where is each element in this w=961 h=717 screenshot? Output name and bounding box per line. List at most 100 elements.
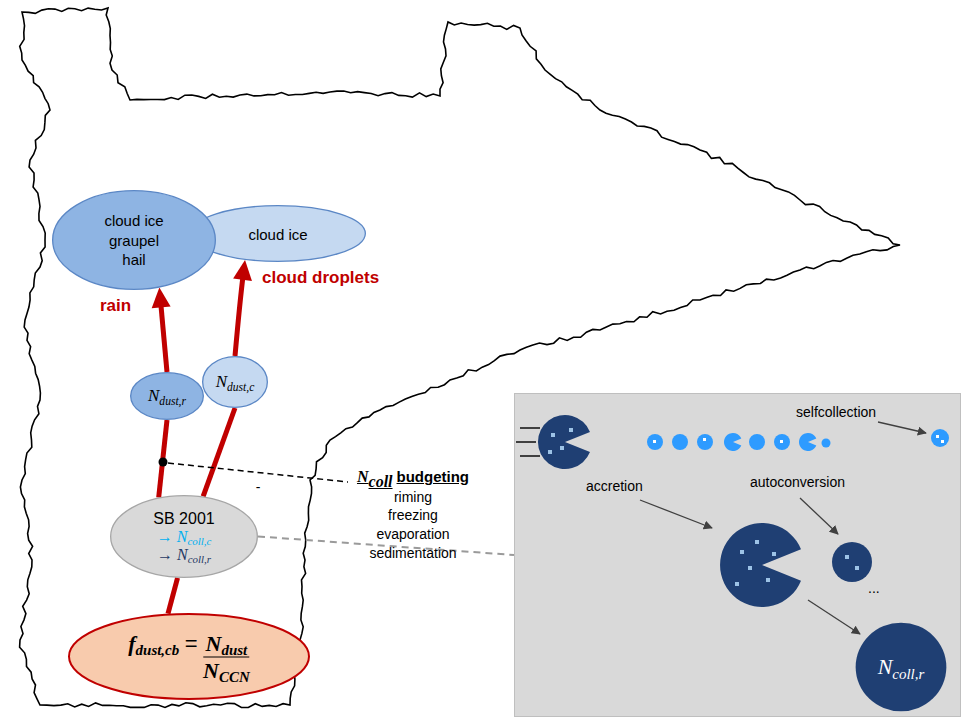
node-label: Ndust,r (148, 386, 186, 406)
node-text: dust,c (227, 381, 254, 394)
text-row: SB 2001 (153, 510, 214, 528)
label-row: evaporation (350, 525, 476, 544)
label-block: Ncollbudgetingrimingfreezingevaporations… (350, 466, 476, 563)
growth-arrow (808, 600, 860, 634)
node-label: Ndust,c (216, 372, 255, 392)
node-text: = (185, 630, 198, 656)
connector (233, 260, 252, 356)
node-text: coll,r (892, 666, 924, 683)
annotation-label: evaporation (376, 525, 449, 544)
ellipse (53, 191, 216, 290)
ellipse (69, 614, 309, 699)
node-text: → N (157, 546, 188, 564)
cloud-droplets (647, 429, 949, 451)
label-row: sedimentation (350, 544, 476, 563)
node-text: cloud ice graupel hail (97, 211, 171, 270)
node-text: CCN (219, 669, 250, 686)
node-label: cloud ice (248, 225, 307, 242)
node-label: SB 2001→ Ncoll,c→ Ncoll,r (153, 510, 214, 564)
text-row: → Ncoll,r (153, 546, 214, 564)
arrowhead (152, 288, 171, 309)
annotation-label: - (256, 478, 261, 497)
arrowhead (233, 260, 252, 281)
node-text: dust,cb (136, 642, 180, 659)
node-text: N (206, 630, 222, 656)
annotation-label: N (357, 466, 369, 488)
label-row: riming (350, 488, 476, 507)
dust-specks (735, 540, 776, 586)
text-row: cloud ice graupel hail (97, 211, 171, 270)
ellipse (111, 496, 258, 578)
dust-specks (845, 555, 859, 570)
connector (203, 408, 235, 496)
ellipse (203, 357, 268, 408)
fraction: NdustNCCN (203, 630, 250, 683)
large-drop (538, 415, 590, 469)
annotation-label: freezing (388, 506, 438, 525)
fraction-numerator: Ndust (206, 630, 248, 656)
connector-line (161, 301, 167, 372)
node-text: N (203, 657, 219, 683)
ellipse-shape (68, 613, 310, 700)
text-row: fdust,cb=NdustNCCN (128, 630, 249, 683)
panel-box: selfcollectionaccretionautoconversion...… (514, 393, 961, 717)
node-label: cloud ice graupel hail (97, 211, 171, 270)
connector (159, 420, 167, 498)
label-row: - (252, 478, 264, 497)
collecting-drop (720, 523, 801, 607)
ellipse-node: Ncoll,r (855, 622, 947, 712)
panel-text: accretion (586, 478, 643, 494)
selfcollection-arrow (878, 422, 926, 433)
node-text: f (128, 630, 135, 656)
connector (168, 578, 178, 614)
fraction-denominator: NCCN (203, 656, 250, 683)
node-text: SB 2001 (153, 510, 214, 528)
connector-line (168, 578, 178, 614)
node-text: cloud ice (248, 225, 307, 242)
text-row: cloud ice (248, 225, 307, 242)
ellipse-node: cloud ice (190, 205, 366, 262)
node-text: coll,r (188, 553, 211, 565)
annotation-label: budgeting (397, 467, 469, 487)
connector-line (235, 274, 243, 356)
leader-dot (159, 458, 168, 467)
node-text: N (878, 654, 893, 680)
node-text: coll,c (187, 535, 211, 547)
label-row: Ncollbudgeting (350, 466, 476, 488)
panel-text: selfcollection (796, 404, 876, 420)
ellipse (191, 206, 366, 262)
motion-lines (516, 428, 540, 456)
annotation-label: coll (369, 471, 393, 493)
ellipse-node: Ndust,r (130, 372, 204, 420)
ellipse-node: SB 2001→ Ncoll,c→ Ncoll,r (110, 495, 258, 578)
node-text: → N (157, 528, 188, 546)
annotation-label: riming (394, 488, 432, 507)
panel-rect (515, 394, 961, 717)
autoconversion-arrow (800, 498, 838, 534)
accretion-arrow (640, 500, 712, 528)
node-text: N (148, 386, 159, 406)
dust-specks (548, 428, 573, 454)
droplet-specks (653, 435, 944, 443)
ellipse-node: cloud ice graupel hail (52, 190, 216, 290)
autoconverted-drop (832, 542, 872, 582)
connector-line (159, 420, 167, 498)
ellipse-node: fdust,cb=NdustNCCN (68, 613, 310, 700)
annotation-label: sedimentation (369, 544, 456, 563)
node-text: dust,r (159, 395, 186, 408)
label-row: freezing (350, 506, 476, 525)
connector (152, 288, 171, 372)
edge-label: rain (100, 296, 131, 316)
node-label: Ncoll,r (878, 654, 925, 680)
text-row: Ndust,c (216, 372, 255, 392)
panel-text: autoconversion (750, 474, 845, 490)
edge-label: cloud droplets (262, 268, 379, 288)
cloud-outline (20, 8, 900, 708)
text-row: Ndust,r (148, 386, 186, 406)
ellipse-node: Ndust,c (202, 356, 268, 408)
connector-line (203, 408, 235, 496)
node-text: N (216, 372, 227, 392)
ellipse (131, 373, 204, 420)
text-row: Ncoll,r (878, 654, 925, 680)
